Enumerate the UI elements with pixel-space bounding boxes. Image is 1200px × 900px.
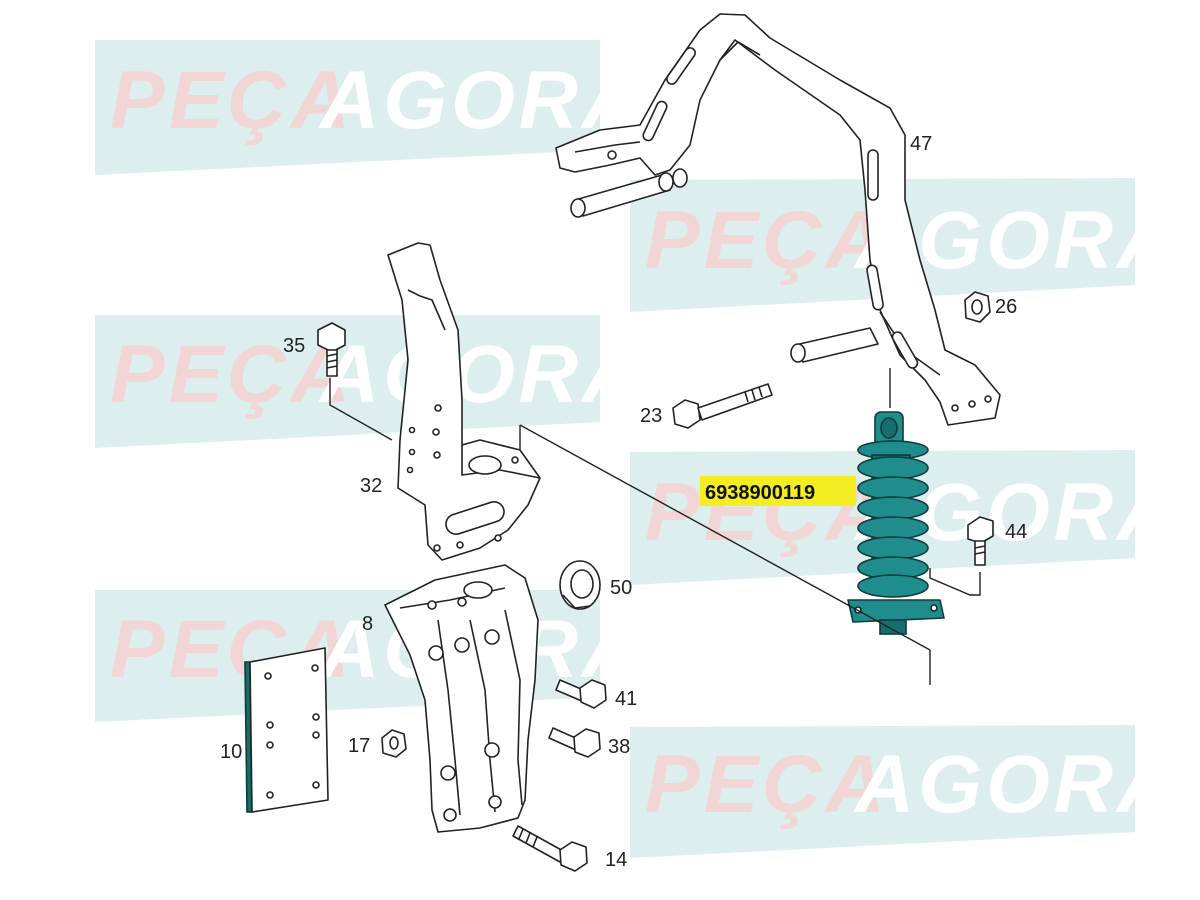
watermark-band-1: PEÇA AGORA [95,40,645,175]
part-8-lower-bracket[interactable] [384,564,539,833]
label-50: 50 [610,577,632,599]
label-26: 26 [995,296,1017,318]
part-14-bolt[interactable] [512,825,588,872]
label-35: 35 [283,335,305,357]
label-17: 17 [348,735,370,757]
watermark-band-5: PEÇA AGORA [95,590,641,722]
part-number-highlight[interactable]: 6938900119 [700,476,856,506]
watermark-text: AGORA [853,739,1180,830]
watermark-text: PEÇA [110,55,354,146]
label-32: 32 [360,475,382,497]
label-14: 14 [605,849,627,871]
part-23-bolt[interactable] [672,383,773,429]
watermark-text: AGORA [318,55,645,146]
part-38-bolt[interactable] [548,727,601,758]
watermark-text: PEÇA [645,195,889,286]
watermark-band-6: PEÇA AGORA [630,725,1180,858]
label-44: 44 [1005,521,1027,543]
part-47-frame-bracket[interactable] [555,13,1001,426]
label-41: 41 [615,688,637,710]
part-32-upper-bracket[interactable] [387,242,541,561]
watermark-text: PEÇA [110,329,354,420]
label-10: 10 [220,741,242,763]
part-17-nut[interactable] [381,729,407,758]
label-47: 47 [910,133,932,155]
watermark-band-3: PEÇA AGORA [95,315,645,448]
part-44-bolt[interactable] [967,516,994,566]
watermark-text: AGORA [318,329,645,420]
part-26-nut[interactable] [964,291,991,323]
label-38: 38 [608,736,630,758]
shock-absorber-highlighted[interactable] [847,411,945,635]
part-41-bolt[interactable] [555,679,607,709]
label-8: 8 [362,613,373,635]
label-23: 23 [640,405,662,427]
part-number-text: 6938900119 [705,482,815,504]
part-10-plate[interactable] [244,647,329,813]
watermark-text: PEÇA [645,739,889,830]
part-50-bushing[interactable] [559,560,601,610]
part-35-bolt[interactable] [317,322,346,377]
leader-lines [329,368,981,685]
